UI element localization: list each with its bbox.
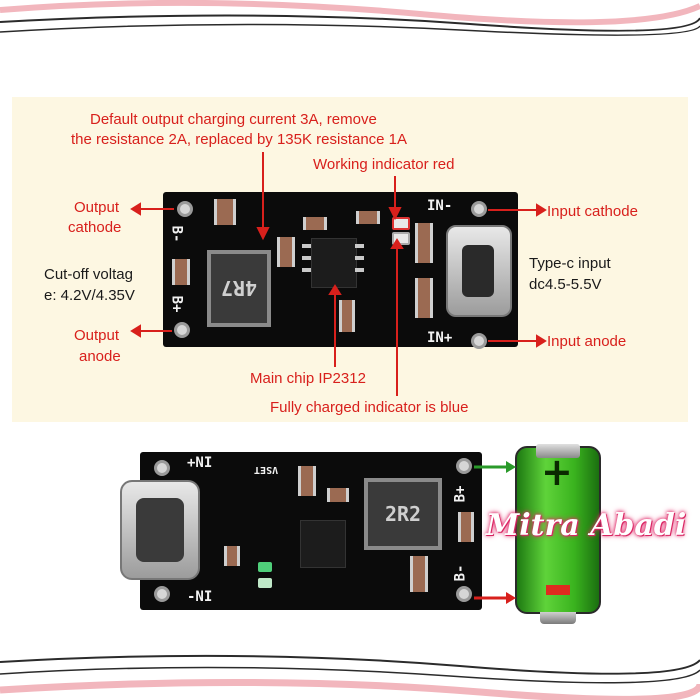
resistor xyxy=(356,211,380,224)
capacitor xyxy=(172,259,190,285)
annotation-default-current-2: the resistance 2A, replaced by 135K resi… xyxy=(71,131,408,148)
annotation-working-indicator: Working indicator red xyxy=(313,156,455,173)
pad-ni-minus xyxy=(154,586,170,602)
pad-b-plus xyxy=(174,322,190,338)
battery-plus-sign: + xyxy=(541,450,573,494)
annotation-typec-2: dc4.5-5.5V xyxy=(529,276,602,293)
capacitor xyxy=(339,300,355,332)
resistor xyxy=(327,488,349,502)
capacitor xyxy=(410,556,428,592)
annotation-fully-charged: Fully charged indicator is blue xyxy=(270,399,469,416)
chip-pin xyxy=(355,244,364,248)
annotation-main-chip: Main chip IP2312 xyxy=(250,370,366,387)
watermark: Mitra Abadi xyxy=(486,508,687,543)
chip-pin xyxy=(355,268,364,272)
annotation-output-anode-2: anode xyxy=(79,348,121,365)
annotation-input-cathode: Input cathode xyxy=(547,203,638,220)
main-chip-bottom xyxy=(300,520,346,568)
annotation-cutoff-2: e: 4.2V/4.35V xyxy=(44,287,135,304)
capacitor xyxy=(458,512,474,542)
annotation-typec-1: Type-c input xyxy=(529,255,611,272)
led-bottom xyxy=(258,562,272,572)
chip-pin xyxy=(302,244,311,248)
capacitor xyxy=(214,199,236,225)
battery-minus-sign: - xyxy=(546,585,570,595)
resistor xyxy=(303,217,327,230)
pad-in-plus xyxy=(471,333,487,349)
pad-b-minus-bottom xyxy=(456,586,472,602)
annotation-output-cathode-2: cathode xyxy=(68,219,122,236)
battery-cap xyxy=(536,444,580,458)
chip-pin xyxy=(355,256,364,260)
red-led xyxy=(392,217,410,230)
top-stripes xyxy=(0,0,700,36)
usb-c-opening-bottom xyxy=(136,498,184,562)
capacitor xyxy=(277,237,295,267)
capacitor xyxy=(415,278,433,318)
inductor-2r2: 2R2 xyxy=(364,478,442,550)
pad-b-minus xyxy=(177,201,193,217)
annotation-default-current: Default output charging current 3A, remo… xyxy=(90,111,377,128)
main-chip-ip2312 xyxy=(311,238,357,288)
pad-ni-plus xyxy=(154,460,170,476)
chip-pin xyxy=(302,256,311,260)
battery-arrows xyxy=(474,461,516,604)
chip-pin xyxy=(302,268,311,272)
annotation-cutoff-1: Cut-off voltag xyxy=(44,266,133,283)
annotation-input-anode: Input anode xyxy=(547,333,627,350)
pad-in-minus xyxy=(471,201,487,217)
usb-c-opening xyxy=(462,245,494,297)
annotation-output-cathode-1: Output xyxy=(74,199,120,216)
annotation-output-anode-1: Output xyxy=(74,327,120,344)
label-in-plus: IN+ xyxy=(427,330,453,346)
battery-terminal xyxy=(540,612,576,624)
pad-b-plus-bottom xyxy=(456,458,472,474)
label-in-minus: IN- xyxy=(427,198,453,214)
capacitor xyxy=(415,223,433,263)
label-ni-minus: -NI xyxy=(187,589,213,605)
led-bottom xyxy=(258,578,272,588)
capacitor xyxy=(224,546,240,566)
annotation-arrows xyxy=(130,152,547,396)
label-ni-plus: +NI xyxy=(187,455,213,471)
capacitor xyxy=(298,466,316,496)
bottom-stripes xyxy=(0,654,700,700)
